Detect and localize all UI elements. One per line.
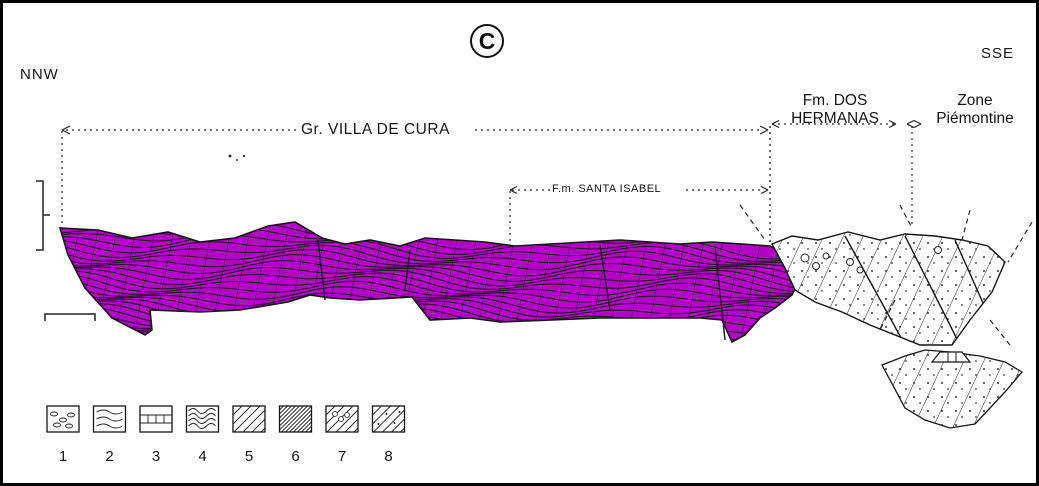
- orientation-left-label: NNW: [20, 66, 59, 83]
- legend-box-5: [232, 405, 266, 433]
- horizontal-scale-bar: [44, 313, 96, 321]
- legend-number-1: 1: [58, 448, 68, 465]
- legend-box-6: [278, 405, 313, 433]
- lower-section: [881, 349, 1023, 429]
- dos-hermanas-extent-arrow: [769, 119, 922, 244]
- legend-box-7: [325, 405, 359, 433]
- zone-piemontine-line-2: Piémontine: [936, 110, 1014, 127]
- panel-letter-badge: C: [470, 24, 504, 58]
- santa-isabel-extent-arrow: [509, 185, 769, 244]
- legend-number-7: 7: [337, 448, 347, 465]
- legend-number-5: 5: [244, 448, 254, 465]
- villa-de-cura-section: [58, 221, 801, 344]
- orientation-right-label: SSE: [981, 45, 1015, 62]
- legend-box-1: [46, 405, 80, 433]
- legend-number-2: 2: [105, 448, 114, 465]
- dos-hermanas-line-1: Fm. DOS: [802, 92, 868, 109]
- dos-hermanas-label: Fm. DOS HERMANAS: [775, 92, 895, 128]
- legend-number-3: 3: [151, 448, 161, 465]
- villa-de-cura-label: Gr. VILLA DE CURA: [301, 121, 450, 138]
- speck-marks: [228, 154, 246, 161]
- legend-number-4: 4: [198, 448, 207, 465]
- zone-piemontine-line-1: Zone: [957, 92, 993, 109]
- villa-de-cura-extent-arrow: [61, 125, 769, 228]
- legend-number-8: 8: [384, 448, 393, 465]
- legend-number-6: 6: [291, 448, 300, 465]
- legend-box-4: [185, 405, 220, 433]
- legend-boxes: [46, 405, 406, 433]
- legend-box-2: [92, 405, 127, 433]
- dos-hermanas-section: [739, 204, 1033, 346]
- santa-isabel-label: F.m. SANTA ISABEL: [552, 183, 662, 195]
- zone-piemontine-label: Zone Piémontine: [920, 92, 1030, 128]
- dos-hermanas-line-2: HERMANAS: [791, 110, 879, 127]
- legend-box-3: [139, 405, 173, 433]
- vertical-scale-bar: [36, 180, 50, 251]
- legend-box-8: [371, 405, 406, 433]
